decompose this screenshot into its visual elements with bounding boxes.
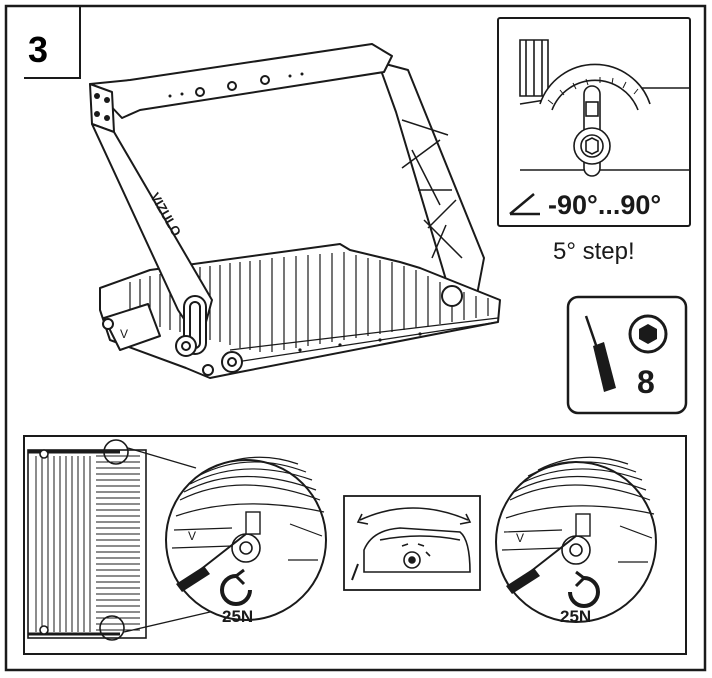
torque-label-right: 25N xyxy=(560,607,591,626)
tool-panel xyxy=(566,295,688,415)
rotate-ccw-icon xyxy=(220,568,252,606)
step-number: 3 xyxy=(28,29,48,70)
leader-lines xyxy=(123,447,211,633)
angle-step-note: 5° step! xyxy=(553,238,635,265)
top-view-illustration xyxy=(27,439,147,641)
zoom-detail-right: V xyxy=(495,456,657,623)
svg-text:V: V xyxy=(120,327,128,341)
screwdriver-icon xyxy=(584,315,616,392)
angle-icon xyxy=(509,193,540,216)
svg-text:V: V xyxy=(188,529,196,543)
tilt-arrow-icon xyxy=(356,507,472,525)
step-number-box: 3 xyxy=(6,5,81,79)
angle-range-label: -90°...90° xyxy=(548,190,661,220)
svg-text:V: V xyxy=(516,531,524,545)
outer-frame xyxy=(4,4,707,672)
zoom-detail-left: V xyxy=(165,456,327,621)
hex-socket-icon xyxy=(628,314,668,354)
side-view-illustration xyxy=(351,527,471,581)
torque-label-left: 25N xyxy=(222,607,253,626)
rotate-cw-icon xyxy=(568,570,600,608)
angle-scale-illustration xyxy=(519,39,690,177)
hex-size-label: 8 xyxy=(637,364,655,400)
luminaire-illustration: VIZULO V xyxy=(89,43,501,379)
